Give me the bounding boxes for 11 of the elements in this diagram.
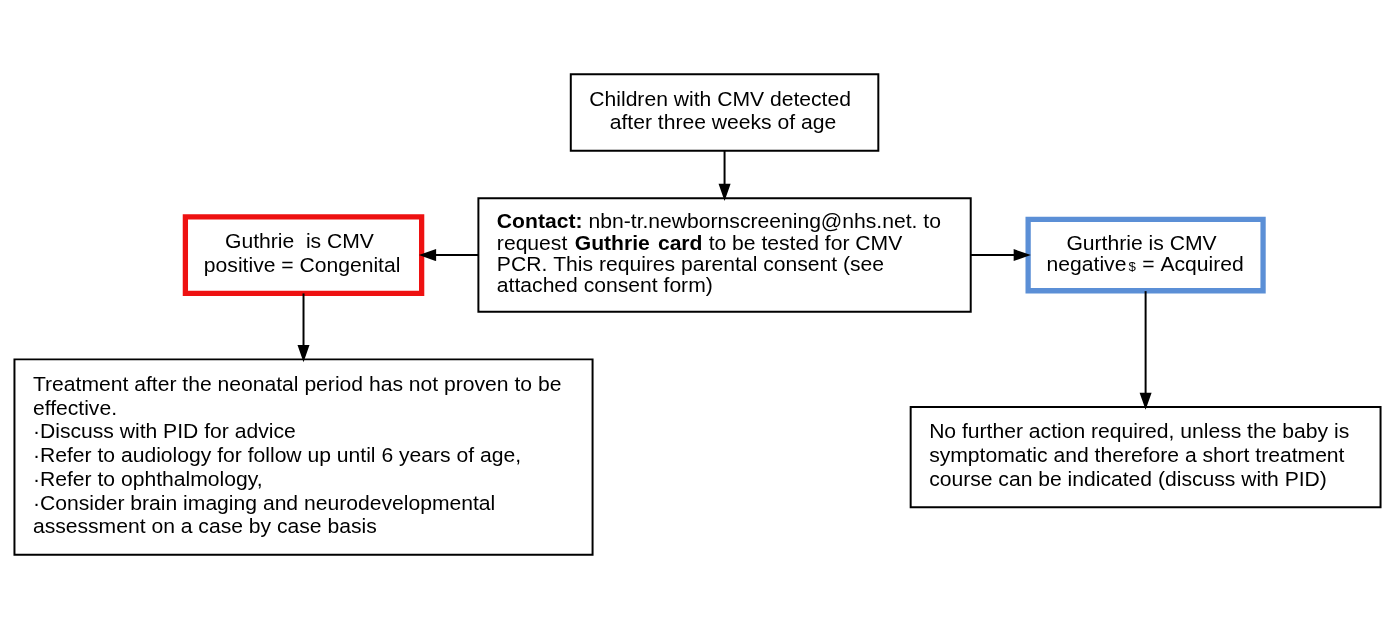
arrow xyxy=(297,291,310,362)
node-box: Gurthrie is CMV negative$ = Acquired xyxy=(1025,216,1266,293)
node-box: Children with CMV detected after three weeks of age xyxy=(569,72,880,152)
node-box: Guthrie is CMV positive = Congenital xyxy=(182,213,425,296)
arrow xyxy=(969,248,1031,261)
node-box: Treatment after the neonatal period has not proven to be effective. ·Discuss with PID for advice ·Refer to audiology for follow up until 6 years of age, ·Refer to ophthalmology, ·Consider brain imaging and neurodevelopmental assessment on a case by case basis xyxy=(13,357,594,556)
arrow xyxy=(418,248,480,261)
node-box: Contact: nbn-tr.newbornscreening@nhs.net. to request Guthrie card to be tested for CMV PCR. This requires parental consent (see attached consent form) xyxy=(477,196,972,313)
arrow xyxy=(1139,289,1152,410)
arrow xyxy=(718,149,731,201)
node-box: No further action required, unless the baby is symptomatic and therefore a short treatment course can be indicated (discuss with PID) xyxy=(909,405,1382,508)
